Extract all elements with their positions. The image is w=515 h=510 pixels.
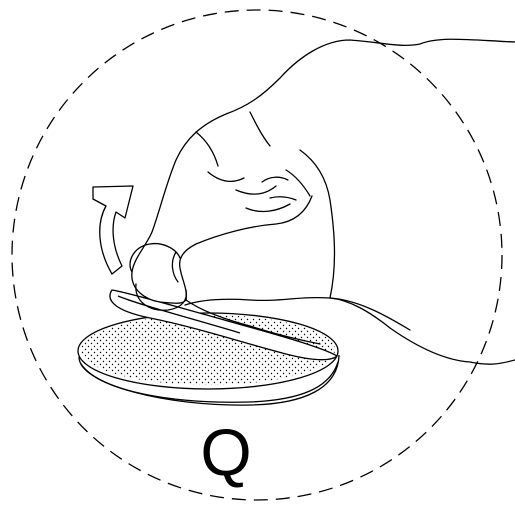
curved-up-arrow-icon (93, 186, 133, 274)
step-letter: Q (0, 412, 452, 492)
